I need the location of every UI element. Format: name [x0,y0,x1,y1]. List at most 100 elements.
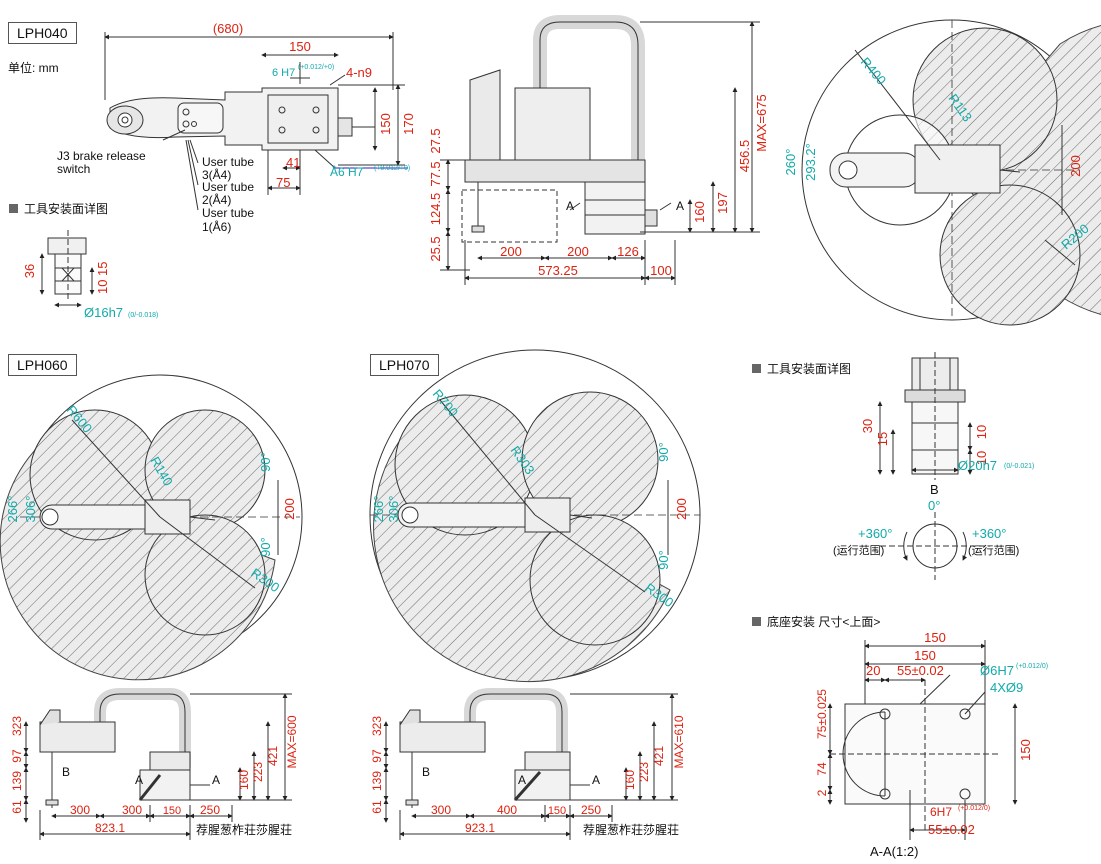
lph060-angle-90b: 90° [258,537,273,557]
lph070-max: MAX=610 [672,715,686,768]
lph060-dim-250: 250 [200,803,220,817]
lph040-dim-200: 200 [1068,155,1083,177]
rot-left: +360° [858,526,892,541]
lph040-dim-77: 77.5 [428,161,443,186]
lph060-dim-300a: 300 [70,803,90,817]
lph040-dim-100: 100 [650,263,672,278]
lph070-dim-223: 223 [637,762,651,782]
lph040-dim-126: 126 [617,244,639,259]
tool2-dim-15: 15 [875,432,890,446]
base-dim-6h7b: 6H7 [930,805,952,819]
base-dim-6h7-tol: (+0.012/0) [1016,663,1048,670]
lph070-dim-97: 97 [370,749,384,763]
section-tool-mount-2: 工具安装面详图 [767,361,851,376]
lph070-dim-300: 300 [431,803,451,817]
lph070-section-a2: A [592,773,600,787]
base-dim-20: 20 [866,663,880,678]
lph060-dim-139: 139 [10,771,24,791]
base-dim-6h7b-tol: (+0.012/0) [958,805,990,812]
lph070-dim-323: 323 [370,716,384,736]
tool40-dim-16h7-tol: (0/-0.018) [128,312,158,319]
tool2-dim-20h7: Ø20h7 [958,458,997,473]
rot-right-range: (运行范围) [968,543,1019,557]
user-tube-1-size: 1(Å6) [202,219,231,234]
lph070-work-area [369,349,701,683]
section-base-mount: 底座安装 尺寸<上面> [767,614,880,629]
lph060-dim-61: 61 [10,800,24,814]
tool40-dim-36: 36 [22,264,37,278]
lph040-dim-6h7: 6 H7 [272,67,295,79]
view-b-label: B [930,482,939,497]
lph060-angle-90a: 90° [258,452,273,472]
section-tool-mount-40: 工具安装面详图 [24,201,108,216]
model-tag-lph060: LPH060 [8,354,77,376]
base-dim-55b: 55±0.02 [928,822,975,837]
lph040-dim-75: 75 [276,175,290,190]
rotation-diagram [880,512,990,580]
lph070-angle-90a: 90° [656,442,671,462]
lph040-dim-170: 170 [401,113,416,135]
lph060-side-view [23,688,292,840]
lph060-dim-150: 150 [163,805,181,817]
lph070-side-view [383,688,678,840]
section-aa-label: A-A(1:2) [870,844,918,859]
user-tube-2-label: User tube [202,180,254,194]
tool2-dim-10b: 10 [974,451,989,465]
lph060-section-a2: A [212,773,220,787]
lph040-dim-27: 27.5 [428,128,443,153]
base-dim-150a: 150 [924,630,946,645]
base-mount-drawing [827,640,1018,840]
unit-label: 单位: mm [8,60,59,75]
lph040-section-a-left: A [566,199,574,213]
lph060-dim-323: 323 [10,716,24,736]
lph060-angle-306: 306° [23,496,38,523]
lph070-section-a1: A [518,773,526,787]
lph070-dim-139: 139 [370,771,384,791]
lph060-max: MAX=600 [285,715,299,768]
lph040-dim-200b: 200 [567,244,589,259]
base-dim-6h7: Ø6H7 [980,663,1014,678]
model-tag-lph040: LPH040 [8,22,77,44]
base-dim-55a: 55±0.02 [897,663,944,678]
base-dim-150v: 150 [1018,739,1033,761]
lph070-dim-923: 923.1 [465,821,495,835]
tool40-dim-15: 15 [95,262,110,276]
base-dim-150b: 150 [914,648,936,663]
base-dim-4x9: 4XØ9 [990,680,1023,695]
lph060-dim-200: 200 [282,498,297,520]
lph040-tool-detail [39,230,95,308]
lph070-dim-421: 421 [652,746,666,766]
lph040-dim-680: (680) [213,21,243,36]
tool2-dim-10a: 10 [974,425,989,439]
lph060-angle-266: 266° [5,496,20,523]
lph040-dim-573: 573.25 [538,263,578,278]
lph060-dim-160: 160 [237,770,251,790]
base-dim-75: 75±0.025 [815,689,829,739]
lph060-garbled-note: 荐腥葱柞荘莎腥荘 [196,822,292,837]
lph040-dim-4n9: 4-n9 [346,65,372,80]
lph070-angle-90b: 90° [656,550,671,570]
lph040-max675: MAX=675 [754,94,769,151]
lph070-dim-160: 160 [623,770,637,790]
lph040-dim-200a: 200 [500,244,522,259]
lph060-work-area [0,374,303,681]
lph040-dim-197: 197 [715,192,730,214]
lph070-view-b: B [422,765,430,779]
lph040-dim-150: 150 [289,39,311,54]
lph040-angle-260: 260° [783,149,798,176]
lph070-dim-150: 150 [548,805,566,817]
lph040-dim-150v: 150 [378,113,393,135]
lph040-angle-293: 293.2° [803,143,818,181]
lph070-angle-266: 266° [371,496,386,523]
tool40-dim-10: 10 [95,280,110,294]
lph060-view-b: B [62,765,70,779]
lph040-work-area [801,19,1101,326]
lph040-dim-a6h7: Å6 H7 [330,164,364,179]
lph040-r400: R400 [858,54,889,87]
j3-brake-label: J3 brake release [57,149,146,163]
lph040-side-view [440,15,760,285]
base-dim-2: 2 [815,789,829,796]
lph060-dim-223: 223 [251,762,265,782]
j3-switch-label: switch [57,162,90,176]
